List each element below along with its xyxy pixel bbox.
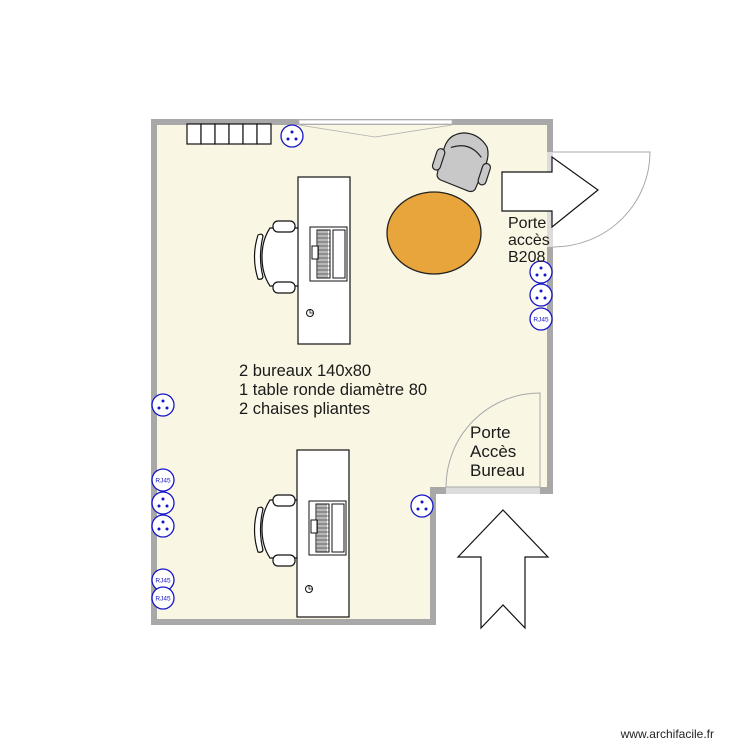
door-swing-icon (445, 392, 541, 488)
laptop-icon (309, 226, 348, 282)
watermark[interactable]: www.archifacile.fr (620, 727, 714, 741)
door-bureau-label: Porte Accès Bureau (470, 423, 525, 480)
rj45-label: RJ45 (155, 478, 171, 485)
cable-hole-icon (306, 309, 314, 317)
door-bureau-line-2: Accès (470, 442, 516, 461)
rj45-outlet-icon: RJ45 (151, 586, 175, 610)
desk-bottom[interactable] (253, 449, 350, 618)
radiator-icon (186, 123, 272, 145)
power-outlet-icon (151, 393, 175, 417)
rj45-label: RJ45 (533, 317, 549, 324)
door-bureau-line-3: Bureau (470, 461, 525, 480)
power-outlet-icon (529, 283, 553, 307)
power-outlet-icon (410, 494, 434, 518)
door-b208-label: Porte accès B208 (508, 215, 550, 266)
laptop-icon (308, 500, 347, 556)
office-chair-icon (253, 220, 301, 294)
note-line-3: 2 chaises pliantes (239, 400, 370, 418)
door-bureau-line-1: Porte (470, 423, 511, 442)
rj45-outlet-icon: RJ45 (529, 307, 553, 331)
round-table-icon[interactable] (386, 191, 482, 275)
arrow-up-icon (456, 509, 550, 630)
desk-top[interactable] (253, 176, 351, 345)
note-line-1: 2 bureaux 140x80 (239, 362, 371, 380)
door-b208-line-2: accès (508, 232, 550, 249)
window-icon (298, 119, 453, 138)
rj45-label: RJ45 (155, 596, 171, 603)
power-outlet-icon (151, 514, 175, 538)
power-outlet-icon (529, 260, 553, 284)
rj45-outlet-icon: RJ45 (151, 468, 175, 492)
door-bureau[interactable] (445, 392, 541, 494)
power-outlet-icon (151, 491, 175, 515)
power-outlet-icon (280, 124, 304, 148)
rj45-label: RJ45 (155, 578, 171, 585)
door-b208-line-3: B208 (508, 249, 545, 266)
note-line-2: 1 table ronde diamètre 80 (239, 381, 427, 399)
office-chair-icon (253, 494, 299, 567)
armchair-icon[interactable] (428, 126, 498, 196)
door-b208-line-1: Porte (508, 215, 546, 232)
arrow-right-icon (501, 155, 599, 229)
plan-notes: 2 bureaux 140x80 1 table ronde diamètre … (239, 362, 427, 418)
cable-hole-icon (305, 585, 313, 593)
